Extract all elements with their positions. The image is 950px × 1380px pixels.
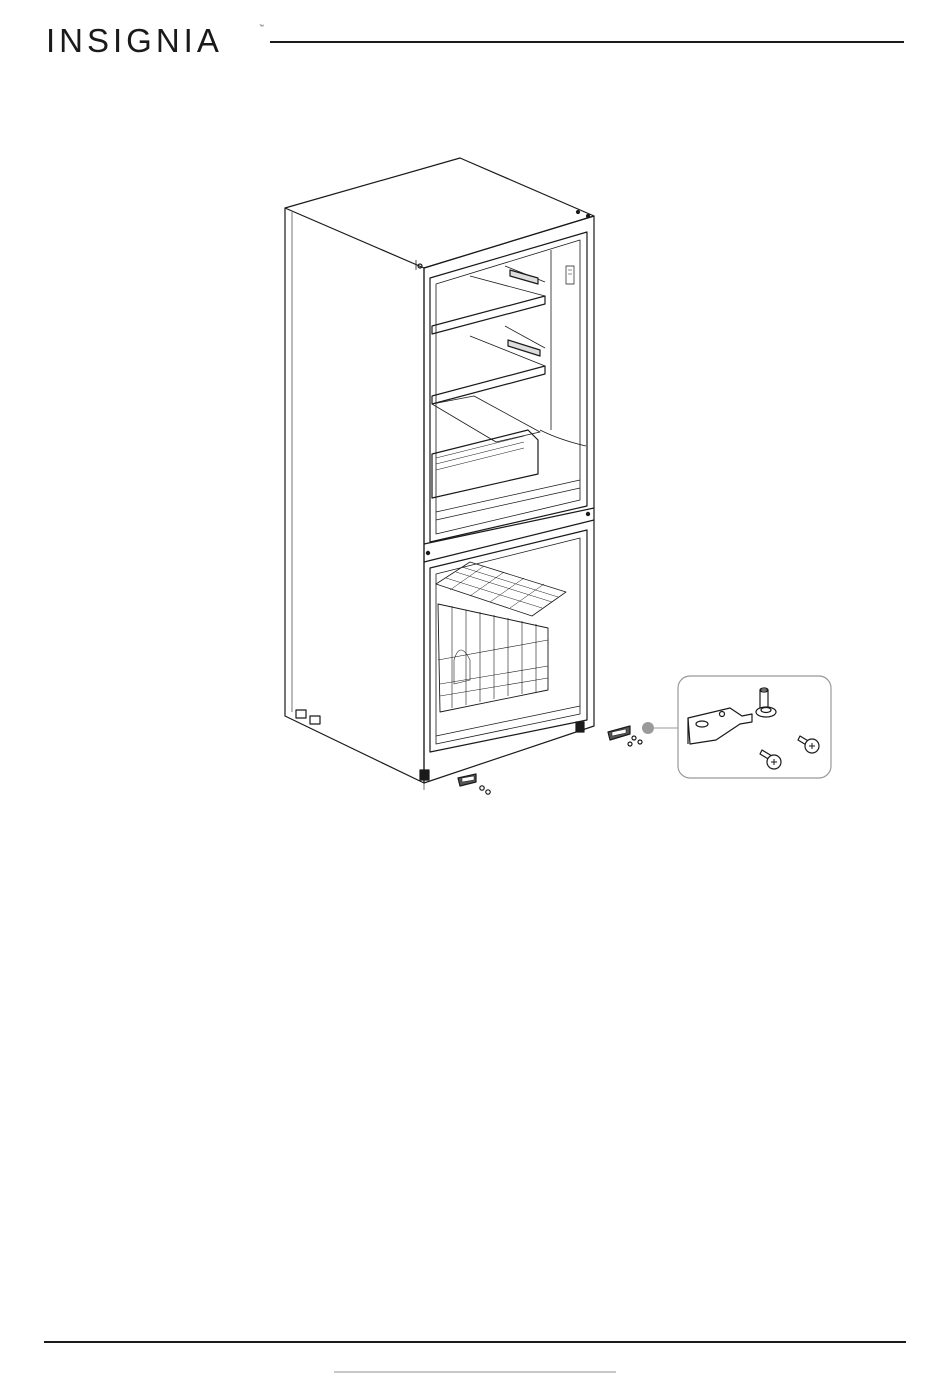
footer-rule xyxy=(44,1341,906,1343)
freezer-compartment xyxy=(430,530,587,752)
hinge-callout xyxy=(642,676,831,778)
page-marker-bar xyxy=(334,1371,616,1373)
bottom-hinge-parts xyxy=(458,774,490,794)
top-hinge xyxy=(416,211,590,271)
refrigerator-illustration xyxy=(0,0,950,1340)
middle-hinge-parts xyxy=(608,726,642,746)
fridge-compartment xyxy=(430,232,587,542)
